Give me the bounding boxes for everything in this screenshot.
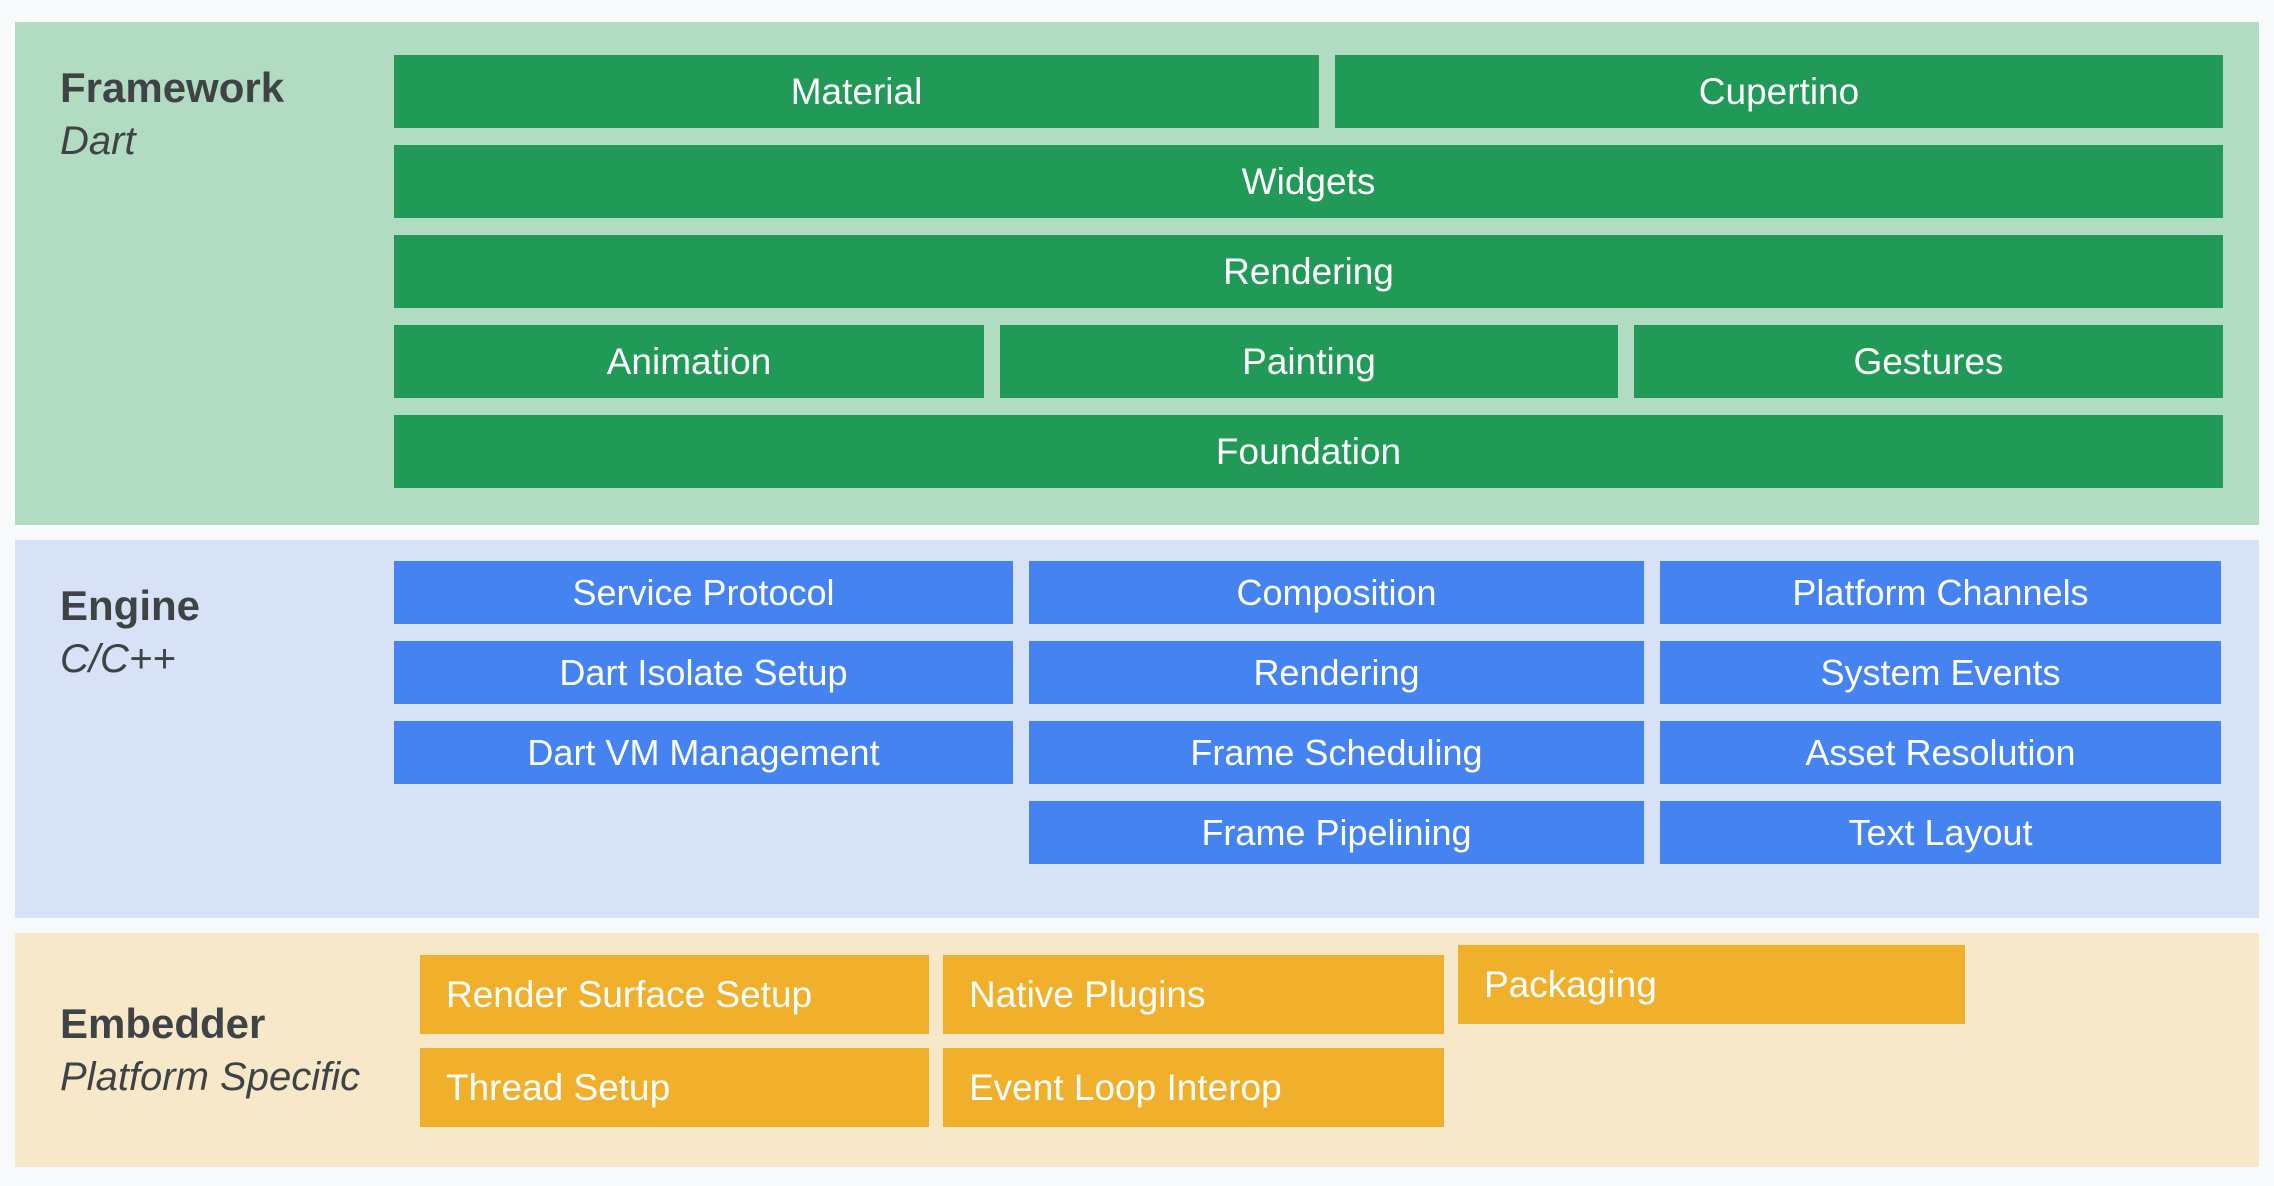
bar-frame-pipelining: Frame Pipelining (1029, 801, 1644, 864)
bar-packaging: Packaging (1458, 945, 1965, 1024)
embedder-platform: Platform Specific (60, 1055, 361, 1100)
engine-section-label: Engine C/C++ (15, 540, 394, 918)
bar-animation: Animation (394, 325, 984, 398)
bar-native-plugins: Native Plugins (943, 955, 1444, 1034)
engine-title: Engine (60, 582, 201, 629)
framework-bars: Material Cupertino Widgets Rendering Ani… (394, 22, 2259, 525)
framework-language: Dart (60, 119, 136, 164)
bar-platform-channels: Platform Channels (1660, 561, 2221, 624)
bar-foundation: Foundation (394, 415, 2223, 488)
bar-cupertino: Cupertino (1335, 55, 2223, 128)
framework-row-3: Rendering (394, 235, 2223, 308)
bar-rendering: Rendering (394, 235, 2223, 308)
embedder-row-2: Thread Setup Event Loop Interop (420, 1048, 2259, 1127)
bar-gestures: Gestures (1634, 325, 2223, 398)
engine-column-1: Service Protocol Dart Isolate Setup Dart… (394, 561, 1013, 918)
engine-bars: Service Protocol Dart Isolate Setup Dart… (394, 540, 2259, 918)
engine-column-2: Composition Rendering Frame Scheduling F… (1029, 561, 1644, 918)
bar-painting: Painting (1000, 325, 1618, 398)
bar-material: Material (394, 55, 1319, 128)
embedder-row-1: Render Surface Setup Native Plugins Pack… (420, 945, 2259, 1034)
embedder-bars: Render Surface Setup Native Plugins Pack… (420, 933, 2259, 1167)
bar-widgets: Widgets (394, 145, 2223, 218)
bar-dart-vm-management: Dart VM Management (394, 721, 1013, 784)
bar-composition: Composition (1029, 561, 1644, 624)
bar-dart-isolate-setup: Dart Isolate Setup (394, 641, 1013, 704)
engine-language: C/C++ (60, 637, 176, 682)
bar-thread-setup: Thread Setup (420, 1048, 929, 1127)
embedder-section: Embedder Platform Specific Render Surfac… (15, 933, 2259, 1167)
framework-section-label: Framework Dart (15, 22, 394, 525)
engine-section: Engine C/C++ Service Protocol Dart Isola… (15, 540, 2259, 918)
engine-column-3: Platform Channels System Events Asset Re… (1660, 561, 2221, 918)
framework-title: Framework (60, 64, 285, 111)
bar-asset-resolution: Asset Resolution (1660, 721, 2221, 784)
bar-service-protocol: Service Protocol (394, 561, 1013, 624)
bar-engine-rendering: Rendering (1029, 641, 1644, 704)
bar-frame-scheduling: Frame Scheduling (1029, 721, 1644, 784)
bar-text-layout: Text Layout (1660, 801, 2221, 864)
framework-section: Framework Dart Material Cupertino Widget… (15, 22, 2259, 525)
framework-row-5: Foundation (394, 415, 2223, 488)
framework-row-2: Widgets (394, 145, 2223, 218)
embedder-title: Embedder (60, 999, 266, 1047)
bar-render-surface-setup: Render Surface Setup (420, 955, 929, 1034)
embedder-section-label: Embedder Platform Specific (15, 933, 420, 1167)
framework-row-1: Material Cupertino (394, 55, 2223, 128)
bar-system-events: System Events (1660, 641, 2221, 704)
framework-row-4: Animation Painting Gestures (394, 325, 2223, 398)
bar-event-loop-interop: Event Loop Interop (943, 1048, 1444, 1127)
